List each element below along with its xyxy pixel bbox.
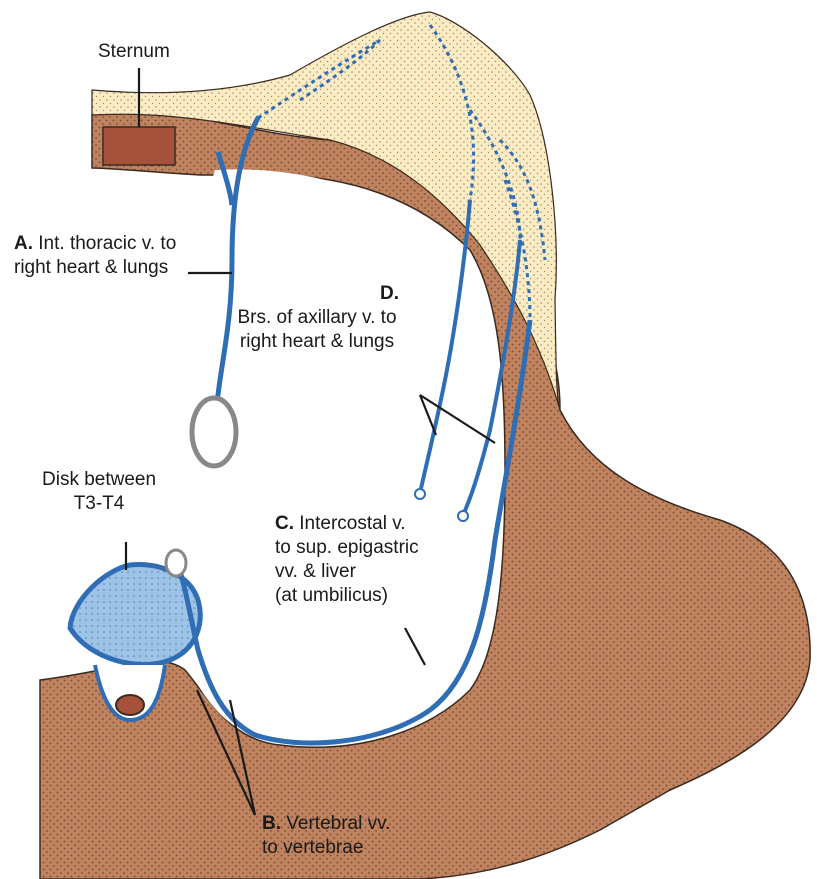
label-b-line2: to vertebrae: [262, 837, 363, 858]
label-disk: Disk between T3-T4: [42, 468, 156, 516]
label-d-letter: D.: [380, 282, 399, 306]
label-c-line1: Intercostal v.: [299, 513, 405, 534]
label-a-line2: right heart & lungs: [14, 257, 168, 278]
label-disk-line2: T3-T4: [74, 493, 125, 514]
label-d: D. Brs. of axillary v. to right heart & …: [235, 282, 399, 354]
vein-cut-ring: [192, 398, 236, 466]
label-c-line4: (at umbilicus): [275, 585, 388, 606]
label-b: B. Vertebral vv. to vertebrae: [262, 812, 390, 860]
label-c-letter: C.: [275, 513, 294, 534]
label-c-line2: to sup. epigastric: [275, 537, 419, 558]
label-b-letter: B.: [262, 813, 281, 834]
vein-cut-ring: [458, 511, 468, 521]
label-disk-line1: Disk between: [42, 469, 156, 490]
sternum-bone: [103, 127, 175, 165]
label-sternum: Sternum: [98, 40, 170, 64]
label-d-line2: right heart & lungs: [240, 331, 394, 352]
label-a-letter: A.: [14, 233, 33, 254]
label-c-line3: vv. & liver: [275, 561, 356, 582]
vein-cut-ring: [166, 550, 186, 576]
label-c: C. Intercostal v. to sup. epigastric vv.…: [275, 512, 419, 608]
label-a: A. Int. thoracic v. to right heart & lun…: [14, 232, 176, 280]
vein-cut-ring: [415, 489, 425, 499]
spinal-cord-ring: [116, 695, 144, 715]
label-a-line1: Int. thoracic v. to: [38, 233, 176, 254]
label-b-line1: Vertebral vv.: [286, 813, 390, 834]
label-d-line1: Brs. of axillary v. to: [237, 307, 396, 328]
